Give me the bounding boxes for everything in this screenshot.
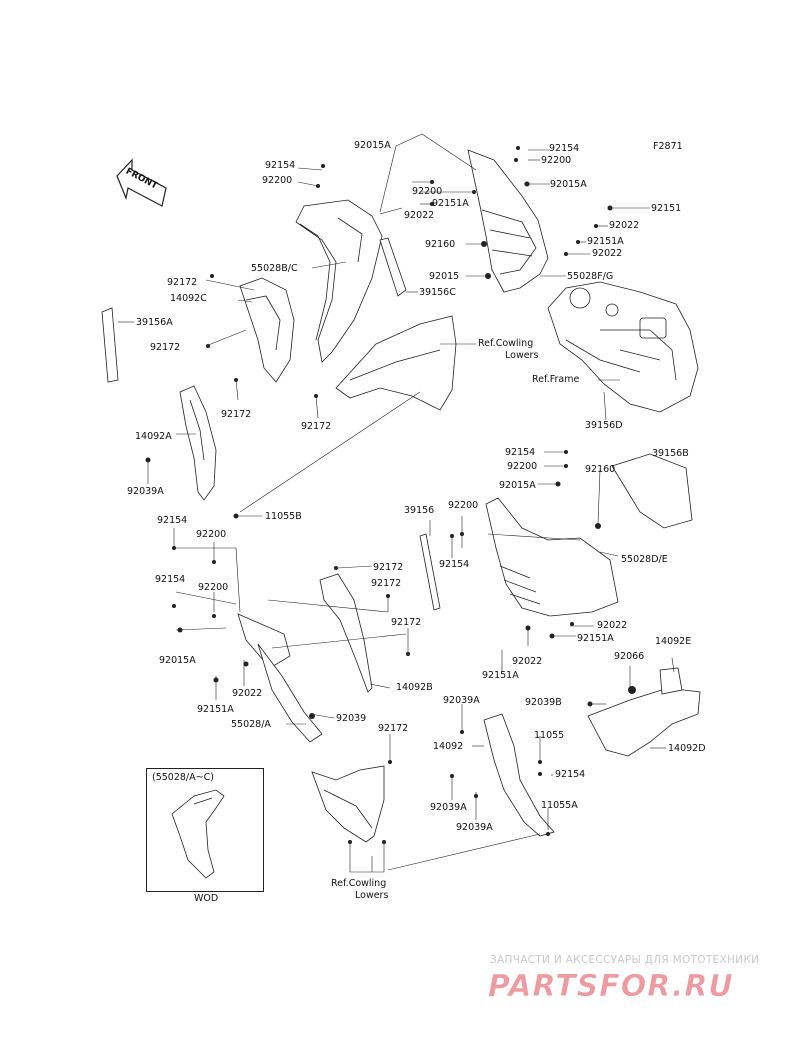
callout: 92151A bbox=[432, 198, 469, 209]
callout: 92015A bbox=[159, 655, 196, 666]
inset-caption: WOD bbox=[194, 893, 219, 904]
inset-frame bbox=[146, 768, 264, 892]
mid-side-panel bbox=[335, 315, 457, 411]
callout: 92172 bbox=[378, 723, 409, 734]
callout: 92172 bbox=[391, 617, 422, 628]
callout: 14092 bbox=[433, 741, 464, 752]
lower-left-cowl bbox=[237, 613, 323, 743]
callout: 14092D bbox=[668, 743, 706, 754]
callout: 92154 bbox=[439, 559, 470, 570]
callout: 92160 bbox=[585, 464, 616, 475]
callout: 92151 bbox=[651, 203, 682, 214]
fasteners bbox=[145, 146, 636, 844]
callout: 92039A bbox=[127, 486, 164, 497]
callout: 92039B bbox=[525, 697, 562, 708]
callout: 14092B bbox=[396, 682, 433, 693]
callout: 92154 bbox=[505, 447, 536, 458]
bracket-14092a bbox=[179, 385, 217, 501]
callout: 92154 bbox=[265, 160, 296, 171]
frame-reference bbox=[547, 281, 699, 413]
callout: 92154 bbox=[155, 574, 186, 585]
upper-front-cowl bbox=[467, 149, 549, 293]
callout: 39156B bbox=[652, 448, 689, 459]
callout: 92200 bbox=[262, 175, 293, 186]
callout: 92015A bbox=[550, 179, 587, 190]
callout: 55028D/E bbox=[621, 554, 668, 565]
callout: 92022 bbox=[512, 656, 543, 667]
callout: 92154 bbox=[555, 769, 586, 780]
callout: 92151A bbox=[587, 236, 624, 247]
lower-front-cowl bbox=[311, 765, 385, 843]
callout: 92022 bbox=[609, 220, 640, 231]
callout: 92172 bbox=[150, 342, 181, 353]
callout: 92200 bbox=[196, 529, 227, 540]
callout: 11055A bbox=[541, 800, 578, 811]
callout: Ref.Cowling bbox=[331, 878, 387, 889]
callout: 92200 bbox=[541, 155, 572, 166]
callout: 39156A bbox=[136, 317, 173, 328]
callout: 92154 bbox=[157, 515, 188, 526]
side-cowl-55028de bbox=[485, 497, 619, 617]
bracket-14092de bbox=[587, 667, 701, 757]
callout: 92015A bbox=[354, 140, 391, 151]
left-inner-panel bbox=[239, 277, 295, 383]
watermark-tagline: ЗАПЧАСТИ И АКСЕССУАРЫ ДЛЯ МОТОТЕХНИКИ bbox=[490, 954, 760, 966]
watermark-logo-text: PARTSFOR.RU bbox=[488, 969, 734, 1002]
callout: Ref.Cowling bbox=[478, 338, 534, 349]
callout: 92022 bbox=[404, 210, 435, 221]
rod-39156a bbox=[101, 307, 119, 383]
callout: 92154 bbox=[549, 143, 580, 154]
callout: 92015A bbox=[499, 480, 536, 491]
watermark-logo: PARTSFOR.RU bbox=[488, 969, 734, 1002]
callout: Lowers bbox=[505, 350, 539, 361]
callout: 11055 bbox=[534, 730, 565, 741]
bracket-14092 bbox=[483, 713, 555, 837]
callout: 92039A bbox=[430, 802, 467, 813]
callout: 39156 bbox=[404, 505, 435, 516]
callout: 92039A bbox=[443, 695, 480, 706]
inset-title: (55028/A~C) bbox=[152, 772, 214, 783]
screen-39156b bbox=[611, 453, 693, 529]
callout: 92200 bbox=[507, 461, 538, 472]
upper-inner-cowl bbox=[295, 199, 383, 363]
callout: Lowers bbox=[355, 890, 389, 901]
callout: 92015 bbox=[429, 271, 460, 282]
callout: 55028/A bbox=[231, 719, 271, 730]
callout: 92172 bbox=[371, 578, 402, 589]
front-arrow-icon bbox=[116, 158, 167, 207]
duct-39156c bbox=[379, 237, 407, 297]
callout: 92022 bbox=[592, 248, 623, 259]
callout: 92172 bbox=[301, 421, 332, 432]
callout: 92172 bbox=[221, 409, 252, 420]
callout: 92200 bbox=[448, 500, 479, 511]
callout: 92200 bbox=[412, 186, 443, 197]
callout: 92022 bbox=[232, 688, 263, 699]
callout: 92151A bbox=[197, 704, 234, 715]
callout: 14092E bbox=[655, 636, 692, 647]
callout: 92151A bbox=[482, 670, 519, 681]
callout: Ref.Frame bbox=[532, 374, 580, 385]
callout: 92160 bbox=[425, 239, 456, 250]
callout: 92200 bbox=[198, 582, 229, 593]
inset-part-drawing bbox=[171, 789, 225, 879]
callout: 92039 bbox=[336, 713, 367, 724]
callout: 92172 bbox=[373, 562, 404, 573]
strip-39156 bbox=[419, 533, 441, 611]
callout: 11055B bbox=[265, 511, 302, 522]
callout: 92022 bbox=[597, 620, 628, 631]
callout: 14092C bbox=[170, 293, 207, 304]
callout: 39156C bbox=[419, 287, 456, 298]
callout: 55028B/C bbox=[251, 263, 298, 274]
callout: 55028F/G bbox=[567, 271, 614, 282]
callout: 92066 bbox=[614, 651, 645, 662]
callout: 92151A bbox=[577, 633, 614, 644]
bracket-14092b bbox=[319, 573, 373, 693]
callout: 14092A bbox=[135, 431, 172, 442]
callout: 92172 bbox=[167, 277, 198, 288]
callout: 39156D bbox=[585, 420, 623, 431]
callout: 92039A bbox=[456, 822, 493, 833]
figure-code: F2871 bbox=[653, 141, 683, 152]
